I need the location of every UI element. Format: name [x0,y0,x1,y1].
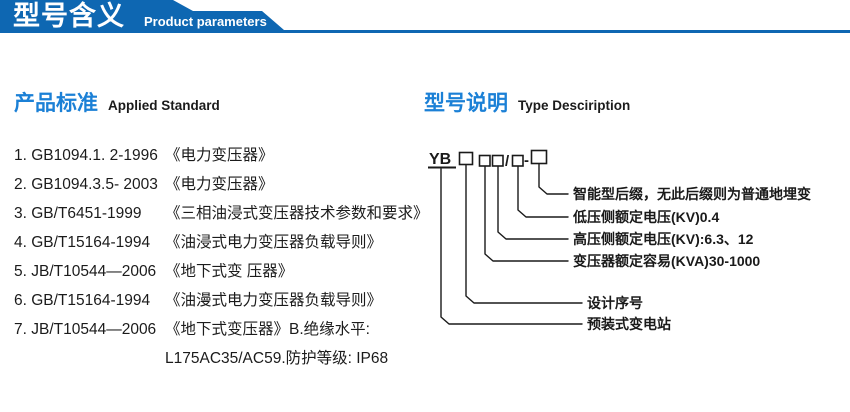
applied-standard-heading-cn: 产品标准 [14,92,98,115]
list-item: 7. JB/T10544—2006 《地下式变压器》B.绝缘水平: [14,315,434,344]
label-lv-voltage: 低压侧额定电压(KV)0.4 [572,209,719,225]
standards-list: 1. GB1094.1. 2-1996 《电力变压器》 2. GB1094.3.… [14,141,434,373]
label-smart-suffix: 智能型后缀，无此后缀则为普通地埋变 [572,186,811,202]
standard-code: 1. GB1094.1. 2-1996 [14,147,158,164]
slash-separator: / [505,153,510,170]
leader-line-station [440,168,583,325]
standard-title: 《油漫式电力变压器负载导则》 [165,292,383,309]
leader-line-hv [497,166,569,240]
standard-code: 7. JB/T10544—2006 [14,321,157,338]
standard-title: 《三相油浸式变压器技术参数和要求》 [165,205,429,222]
type-description-heading-cn: 型号说明 [424,92,508,115]
list-item: 4. GB/T15164-1994 《油浸式电力变压器负载导则》 [14,228,434,257]
standard-title: L175AC35/AC59.防护等级: IP68 [165,350,389,367]
standard-title: 《油浸式电力变压器负载导则》 [165,234,383,251]
type-description-heading: 型号说明 Type Desciription [424,87,630,117]
page-header: 型号含义 Product parameters [0,0,850,33]
model-code-diagram: YB / - 智能型后缀，无此后缀则为普通地埋变 低压侧额定电压(KV)0.4 … [425,140,850,345]
standard-code: 2. GB1094.3.5- 2003 [14,176,158,193]
list-item: 2. GB1094.3.5- 2003 《电力变压器》 [14,170,434,199]
applied-standard-heading: 产品标准 Applied Standard [14,87,220,117]
model-prefix: YB [429,151,451,168]
list-item-continuation: L175AC35/AC59.防护等级: IP68 [14,344,434,373]
standard-title: 《地下式变压器》B.绝缘水平: [165,321,370,338]
code-box-smart-suffix [530,149,548,165]
label-prefab-station: 预装式变电站 [587,316,671,332]
code-box-design-serial [458,151,474,166]
standard-title: 《地下式变 压器》 [165,263,294,280]
list-item: 1. GB1094.1. 2-1996 《电力变压器》 [14,141,434,170]
page-subtitle: Product parameters [144,14,267,29]
standard-code: 3. GB/T6451-1999 [14,205,142,222]
standard-code: 4. GB/T15164-1994 [14,234,151,251]
code-box-hv [491,154,504,167]
leader-line-smart-suffix [538,163,569,195]
code-box-capacity [478,154,491,167]
label-design-serial: 设计序号 [587,295,643,311]
standard-title: 《电力变压器》 [165,176,274,193]
leader-line-lv [517,166,569,218]
applied-standard-heading-en: Applied Standard [108,98,220,113]
label-rated-capacity: 变压器额定容易(KVA)30-1000 [573,253,760,269]
standard-code: 6. GB/T15164-1994 [14,292,151,309]
standard-code [14,344,165,373]
header-divider [0,30,850,33]
dash-separator: - [524,152,529,169]
leader-line-capacity [484,166,569,262]
code-box-lv [511,154,524,167]
type-description-heading-en: Type Desciription [518,98,631,113]
standard-title: 《电力变压器》 [165,147,274,164]
standard-code: 5. JB/T10544—2006 [14,263,157,280]
list-item: 5. JB/T10544—2006 《地下式变 压器》 [14,257,434,286]
list-item: 6. GB/T15164-1994 《油漫式电力变压器负载导则》 [14,286,434,315]
page-title: 型号含义 [13,1,125,31]
list-item: 3. GB/T6451-1999 《三相油浸式变压器技术参数和要求》 [14,199,434,228]
label-hv-voltage: 高压侧额定电压(KV):6.3、12 [573,231,754,247]
leader-line-design-serial [465,164,583,304]
